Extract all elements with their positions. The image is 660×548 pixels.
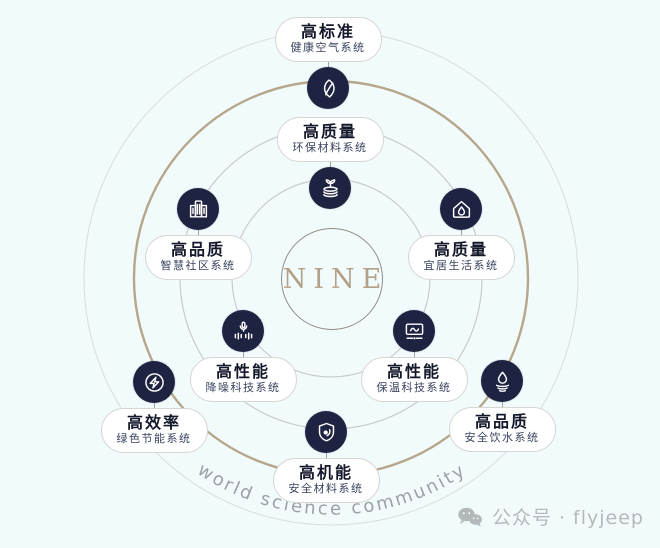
watermark: 公众号 · flyjeep [456,503,644,530]
system-node-water: 高品质 安全饮水系统 [432,360,572,453]
node-title: 高质量 [433,240,488,259]
node-title: 高性能 [386,362,441,381]
system-node-insulation: 高性能 保温科技系统 [344,310,484,403]
node-subtitle: 保温科技系统 [376,381,452,395]
system-label: 高性能 保温科技系统 [360,357,468,403]
sprout-plate-icon [309,167,351,210]
connector-line [329,162,331,168]
connector-line [327,62,329,68]
system-node-living: 高质量 宜居生活系统 [391,188,531,281]
system-node-noise: 高性能 降噪科技系统 [173,310,313,403]
mic-equalizer-icon [222,310,264,352]
connector-line [413,352,415,357]
node-title: 高标准 [300,22,355,41]
node-subtitle: 健康空气系统 [290,41,366,55]
system-label: 高质量 宜居生活系统 [407,235,515,281]
system-label: 高效率 绿色节能系统 [100,408,208,454]
house-drop-icon [440,188,482,230]
node-title: 高效率 [126,413,181,432]
system-label: 高性能 降噪科技系统 [189,357,297,403]
connector-line [242,352,244,357]
water-drop-icon [481,360,523,402]
system-label: 高品质 安全饮水系统 [448,407,556,453]
system-label: 高品质 智慧社区系统 [144,235,252,281]
system-node-air: 高标准 健康空气系统 [258,17,398,110]
buildings-icon [177,188,219,230]
node-subtitle: 智慧社区系统 [160,259,236,273]
node-subtitle: 安全材料系统 [288,482,364,496]
shield-icon [305,411,347,453]
node-title: 高质量 [302,122,357,141]
node-title: 高品质 [474,412,529,431]
node-title: 高品质 [170,240,225,259]
system-node-community: 高品质 智慧社区系统 [128,188,268,281]
wechat-icon [458,507,482,527]
connector-line [460,230,462,235]
system-label: 高标准 健康空气系统 [274,17,382,63]
connector-line [153,403,155,408]
brand-name: NINE [282,263,389,295]
brand-circle: NINE [281,228,383,330]
leaf-icon [307,67,349,110]
node-subtitle: 环保材料系统 [292,141,368,155]
connector-line [325,453,327,458]
node-title: 高机能 [298,463,353,482]
node-subtitle: 降噪科技系统 [205,381,281,395]
connector-line [501,402,503,407]
system-node-safe-material: 高机能 安全材料系统 [256,411,396,504]
system-node-energy: 高效率 绿色节能系统 [84,361,224,454]
node-title: 高性能 [215,362,270,381]
watermark-text: 公众号 · flyjeep [491,507,644,529]
system-label: 高质量 环保材料系统 [276,117,384,163]
system-label: 高机能 安全材料系统 [272,458,380,504]
lightning-icon [133,361,175,403]
node-subtitle: 绿色节能系统 [116,432,192,446]
system-node-eco-material: 高质量 环保材料系统 [260,117,400,210]
node-subtitle: 宜居生活系统 [423,259,499,273]
node-subtitle: 安全饮水系统 [464,431,540,445]
connector-line [197,230,199,235]
panel-wave-icon [393,310,435,352]
